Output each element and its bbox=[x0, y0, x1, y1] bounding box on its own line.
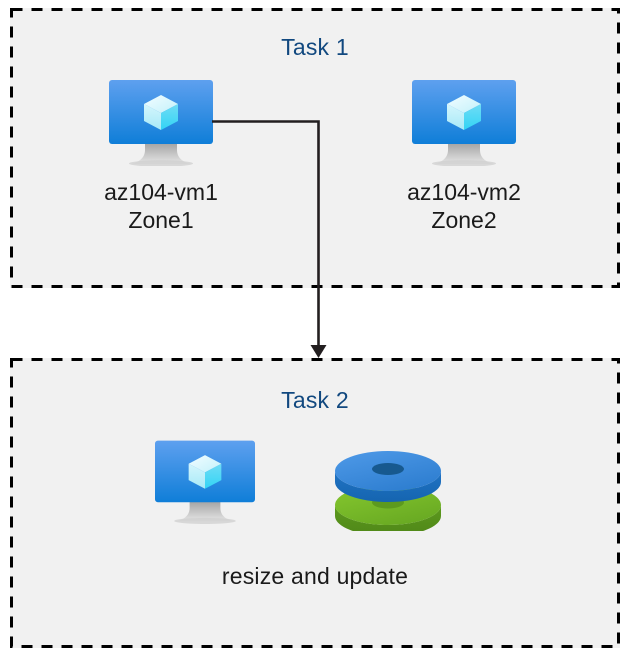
azure-disks-icon[interactable] bbox=[333, 445, 443, 531]
node-label-line1: az104-vm1 bbox=[104, 179, 218, 205]
node-az104-vm2[interactable]: az104-vm2 Zone2 bbox=[362, 80, 566, 234]
azure-virtual-machine-icon bbox=[412, 80, 516, 166]
node-label-line2: Zone2 bbox=[431, 207, 497, 233]
task1-title: Task 1 bbox=[281, 34, 349, 60]
task1-container: Task 1 bbox=[10, 8, 620, 288]
task2-container: Task 2 bbox=[10, 358, 620, 648]
node-label-line1: az104-vm2 bbox=[407, 179, 521, 205]
task2-dashed-border bbox=[10, 358, 620, 648]
azure-virtual-machine-icon[interactable] bbox=[155, 440, 255, 524]
task2-icon-row bbox=[155, 440, 443, 531]
task2-title: Task 2 bbox=[281, 387, 349, 413]
node-label-line2: Zone1 bbox=[128, 207, 194, 233]
task2-caption: resize and update bbox=[221, 563, 409, 589]
node-az104-vm1[interactable]: az104-vm1 Zone1 bbox=[59, 80, 263, 234]
azure-virtual-machine-icon bbox=[109, 80, 213, 166]
